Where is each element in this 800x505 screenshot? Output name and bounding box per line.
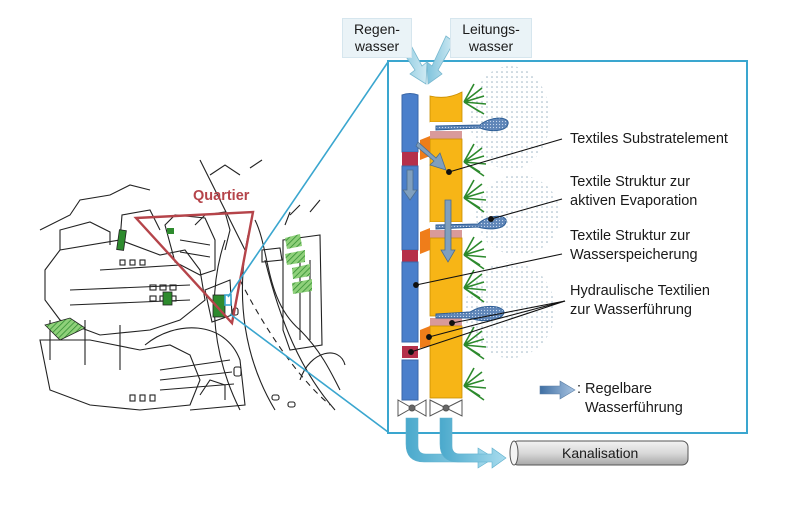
green-roofs bbox=[44, 228, 312, 341]
label-hydraulic-textiles: Hydraulische Textilien zur Wasserführung bbox=[570, 283, 710, 318]
legend-regulated-flow: : Regelbare Wasserführung bbox=[577, 381, 683, 416]
source-tap-water: Leitungs- wasser bbox=[450, 18, 532, 58]
regulated-flow-arrows bbox=[402, 141, 456, 263]
valves bbox=[397, 399, 463, 417]
source-rain-water: Regen- wasser bbox=[342, 18, 412, 58]
hydraulic-wedge bbox=[420, 228, 430, 254]
label-substrate-element: Textiles Substratelement bbox=[570, 131, 728, 147]
quartier-label: Quartier bbox=[193, 188, 250, 204]
label-evaporation-structure: Textile Struktur zur aktiven Evaporation bbox=[570, 174, 698, 209]
quartier-outline bbox=[133, 210, 255, 326]
sewer-label: Kanalisation bbox=[562, 445, 639, 461]
evaporation-textiles bbox=[435, 117, 509, 322]
hydraulic-wedge bbox=[420, 326, 430, 348]
drain-pipes bbox=[405, 417, 507, 469]
sewer-pipe bbox=[509, 440, 689, 466]
evaporation-mist bbox=[465, 66, 560, 358]
label-storage-structure: Textile Struktur zur Wasserspeicherung bbox=[570, 228, 698, 263]
detail-frame bbox=[387, 60, 748, 434]
leader-lines bbox=[408, 138, 566, 355]
substrate-column bbox=[420, 91, 463, 399]
plants bbox=[463, 83, 487, 401]
blue-arrow-icon bbox=[539, 380, 576, 400]
zoom-connector-lines bbox=[224, 61, 389, 433]
